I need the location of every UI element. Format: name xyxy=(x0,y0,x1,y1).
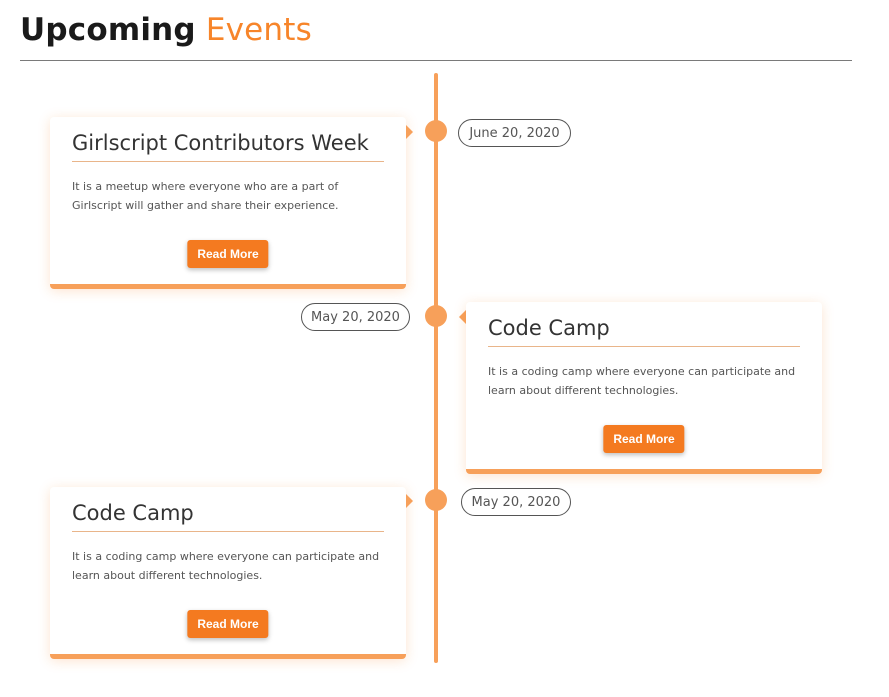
card-pointer-arrow xyxy=(406,494,413,508)
event-description: It is a coding camp where everyone can p… xyxy=(488,365,796,397)
event-card-3: Code Camp It is a coding camp where ever… xyxy=(50,487,406,659)
event-title: Code Camp xyxy=(488,316,800,347)
event-title: Girlscript Contributors Week xyxy=(72,131,384,162)
title-word-upcoming: Upcoming xyxy=(20,12,196,48)
timeline-dot xyxy=(425,489,447,511)
timeline-dot xyxy=(425,305,447,327)
read-more-button[interactable]: Read More xyxy=(187,240,269,268)
header-divider xyxy=(20,60,852,61)
event-title: Code Camp xyxy=(72,501,384,532)
event-description: It is a meetup where everyone who are a … xyxy=(72,180,339,212)
event-card-1: Girlscript Contributors Week It is a mee… xyxy=(50,117,406,289)
title-word-events: Events xyxy=(205,12,312,48)
event-date-badge: May 20, 2020 xyxy=(301,303,410,331)
event-date-badge: June 20, 2020 xyxy=(458,119,571,147)
card-pointer-arrow xyxy=(459,310,466,324)
event-card-2: Code Camp It is a coding camp where ever… xyxy=(466,302,822,474)
read-more-button[interactable]: Read More xyxy=(187,610,269,638)
read-more-button[interactable]: Read More xyxy=(603,425,685,453)
card-pointer-arrow xyxy=(406,125,413,139)
event-description: It is a coding camp where everyone can p… xyxy=(72,550,380,582)
timeline-dot xyxy=(425,120,447,142)
event-date-badge: May 20, 2020 xyxy=(461,488,571,516)
timeline-line xyxy=(434,73,438,663)
